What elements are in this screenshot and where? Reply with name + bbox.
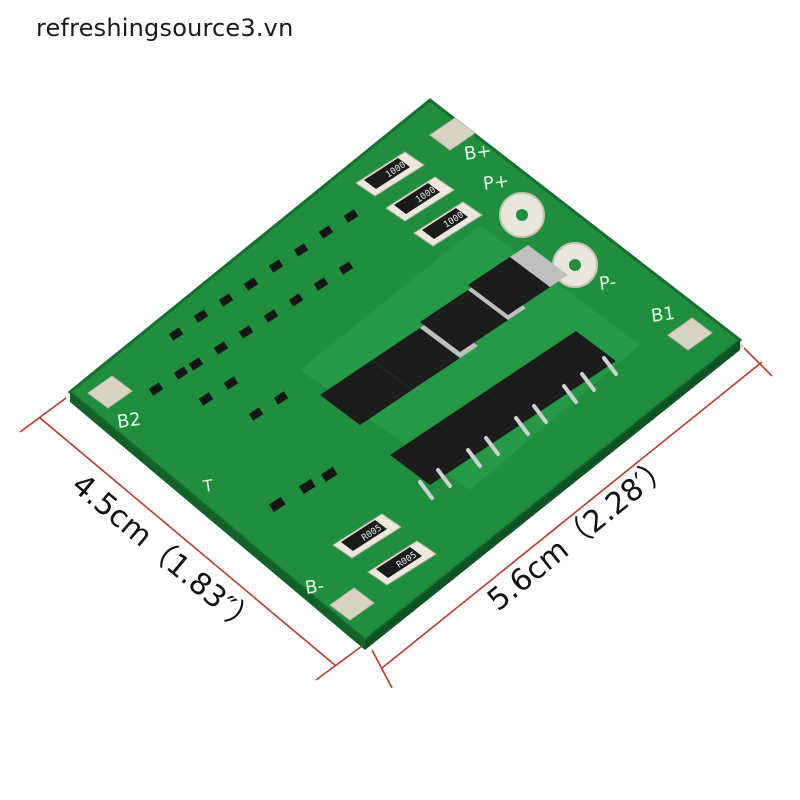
resistor-r005-a: R005: [332, 513, 402, 559]
dim-line-width: [381, 361, 763, 669]
mosfet-6: [438, 391, 526, 453]
dim-tick-right-left: [371, 649, 393, 689]
mosfet-7: [486, 359, 574, 421]
silk-b-minus: B-: [304, 576, 326, 599]
mosfet-array: [320, 245, 618, 500]
pcb-edge-left: [70, 392, 365, 650]
pad-b1: [667, 317, 713, 351]
pcb-edge-right: [365, 340, 740, 650]
silk-b2: B2: [116, 409, 143, 433]
pad-b-plus: [429, 117, 476, 151]
pad-b2: [87, 375, 133, 409]
silk-b1: B1: [650, 303, 677, 327]
silk-t: T: [201, 476, 215, 496]
resistor-1000-b: 1000: [385, 176, 455, 222]
smd-components: [148, 209, 359, 513]
resistor-r005-b: R005: [367, 540, 437, 586]
copper-area: [300, 225, 640, 490]
silk-b-plus: B+: [463, 140, 493, 165]
dim-tick-right-right: [743, 347, 773, 377]
resistor-1000-c: 1000: [413, 201, 483, 247]
pad-b-minus: [329, 587, 375, 621]
mosfet-5: [390, 423, 478, 485]
silk-p-plus: P+: [482, 171, 511, 195]
dim-tick-left-bottom: [315, 645, 363, 681]
dimension-lines: [19, 347, 773, 689]
p-plus-hole: [516, 209, 528, 221]
p-minus-hole: [569, 259, 581, 271]
resistor-1000-a: 1000: [355, 151, 425, 197]
mosfet-8: [534, 331, 616, 389]
silk-p-minus: P-: [598, 272, 618, 295]
mosfet-4: [468, 245, 568, 315]
watermark-text: refreshingsource3.vn: [36, 14, 294, 42]
dim-tick-left-top: [19, 397, 67, 433]
dim-line-height: [39, 417, 337, 667]
